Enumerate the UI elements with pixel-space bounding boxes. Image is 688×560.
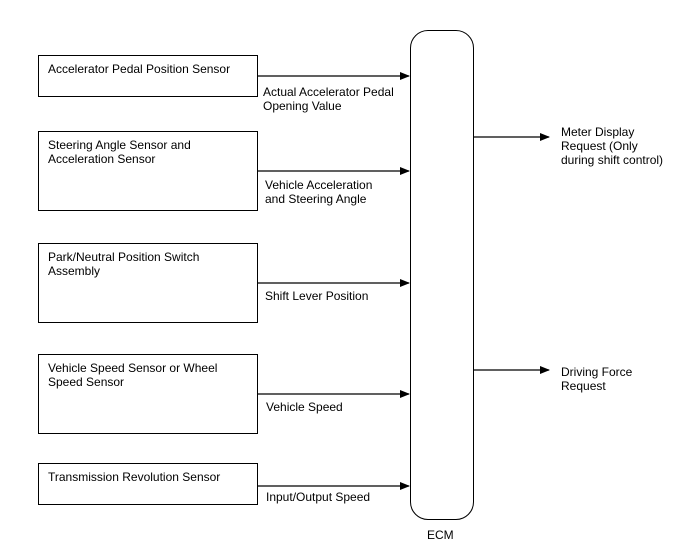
- signal-label-vehicle-speed: Vehicle Speed: [266, 400, 343, 414]
- sensor-box-accelerator: Accelerator Pedal Position Sensor: [38, 55, 258, 97]
- sensor-box-vehicle-speed: Vehicle Speed Sensor or Wheel Speed Sens…: [38, 354, 258, 434]
- output-label-meter-display: Meter Display Request (Only during shift…: [561, 125, 664, 167]
- sensor-label: Accelerator Pedal Position Sensor: [48, 62, 231, 76]
- sensor-label: Vehicle Speed Sensor or Wheel Speed Sens…: [48, 361, 218, 389]
- signal-label-park-neutral: Shift Lever Position: [265, 289, 369, 303]
- ecm-block: [410, 30, 474, 520]
- signal-label-steering: Vehicle Acceleration and Steering Angle: [265, 178, 373, 206]
- sensor-box-park-neutral: Park/Neutral Position Switch Assembly: [38, 243, 258, 323]
- sensor-box-transmission: Transmission Revolution Sensor: [38, 463, 258, 505]
- output-label-driving-force: Driving Force Request: [561, 365, 633, 393]
- signal-label-transmission: Input/Output Speed: [266, 490, 371, 504]
- sensor-label: Park/Neutral Position Switch Assembly: [48, 250, 200, 278]
- sensor-label: Steering Angle Sensor and Acceleration S…: [48, 138, 191, 166]
- ecm-label: ECM: [427, 528, 454, 542]
- signal-label-accelerator: Actual Accelerator Pedal Opening Value: [263, 85, 394, 113]
- sensor-box-steering: Steering Angle Sensor and Acceleration S…: [38, 131, 258, 211]
- sensor-label: Transmission Revolution Sensor: [48, 470, 221, 484]
